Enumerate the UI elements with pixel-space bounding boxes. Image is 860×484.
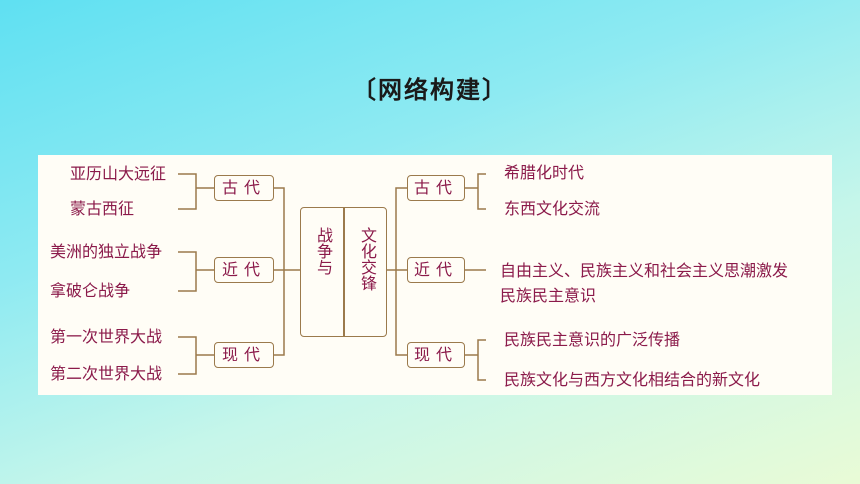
left-ancient-item-1: 亚历山大远征 [70,164,167,183]
right-ancient-item-1: 希腊化时代 [504,163,585,182]
right-modern-label: 近代 [407,257,465,283]
left-modern-label: 近代 [214,257,274,283]
right-modern-item-1: 自由主义、民族主义和社会主义思潮激发 [500,261,789,280]
center-topic-box [300,207,387,337]
center-right-text: 文化交锋 [358,227,377,291]
left-ancient-label: 古代 [214,175,274,201]
center-divider [343,208,345,336]
right-modern-item-2: 民族民主意识 [500,286,597,305]
left-modern-item-2: 拿破仑战争 [50,281,131,300]
right-ancient-item-2: 东西文化交流 [504,199,601,218]
concept-map-panel: 亚历山大远征 蒙古西征 美洲的独立战争 拿破仑战争 第一次世界大战 第二次世界大… [38,155,832,395]
right-contemporary-item-2: 民族文化与西方文化相结合的新文化 [504,370,761,389]
center-left-column: 战争与 [310,227,333,283]
connector-lines [178,173,486,381]
left-modern-item-1: 美洲的独立战争 [50,242,163,261]
left-contemporary-label: 现代 [214,342,274,368]
left-contemporary-item-1: 第一次世界大战 [50,327,163,346]
left-contemporary-item-2: 第二次世界大战 [50,364,163,383]
page-title: 〔网络构建〕 [352,76,508,104]
right-ancient-label: 古代 [407,175,465,201]
center-left-text: 战争与 [314,227,333,275]
left-ancient-item-2: 蒙古西征 [70,199,135,218]
center-right-column: 文化交锋 [354,227,377,299]
right-contemporary-item-1: 民族民主意识的广泛传播 [504,330,681,349]
right-contemporary-label: 现代 [407,342,465,368]
